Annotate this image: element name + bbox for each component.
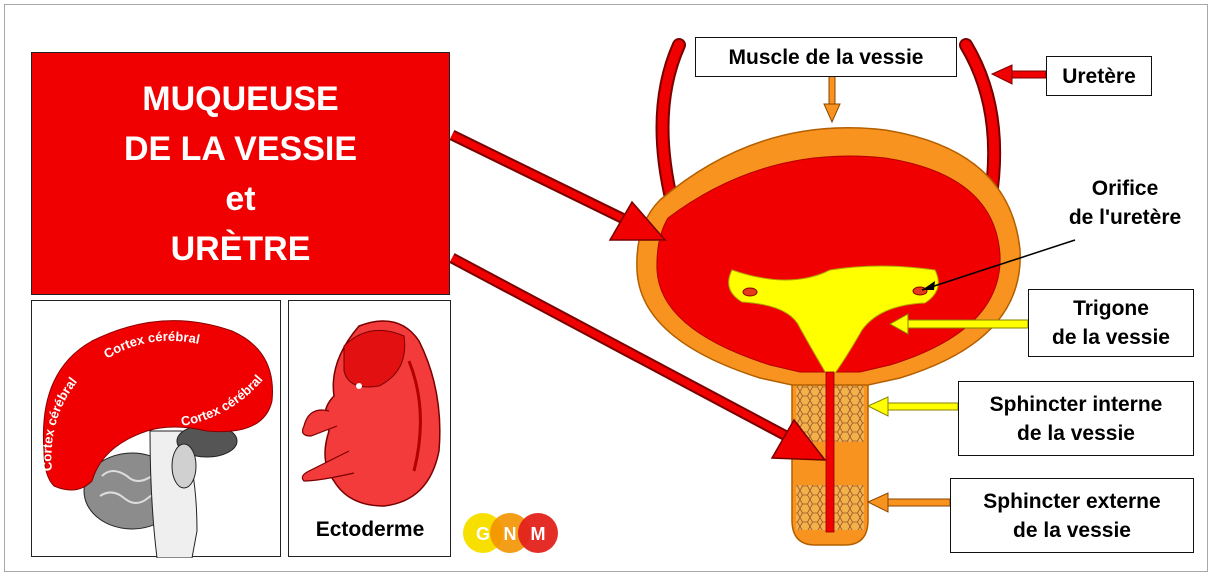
title-line-4: URÈTRE [171,224,311,274]
brain-panel: Cortex cérébral Cortex cérébral Cortex c… [31,300,281,557]
title-line-2: DE LA VESSIE [124,124,357,174]
logo-letter-g: G [476,524,490,544]
embryo-panel: Ectoderme [288,300,451,557]
label-trigone-line-1: Trigone [1073,294,1149,323]
label-trigone-line-2: de la vessie [1052,323,1170,352]
label-muscle-vessie: Muscle de la vessie [695,37,957,77]
embryo-shape [302,321,440,506]
label-sphincter-ext-line-2: de la vessie [1013,516,1131,545]
label-sphincter-ext-line-1: Sphincter externe [983,487,1160,516]
label-uretere-text: Uretère [1062,62,1136,91]
brain-illustration: Cortex cérébral Cortex cérébral Cortex c… [32,301,282,558]
label-sphincter-externe: Sphincter externe de la vessie [950,478,1194,553]
main-title-box: MUQUEUSE DE LA VESSIE et URÈTRE [31,52,450,295]
label-muscle-text: Muscle de la vessie [729,43,924,72]
label-sphincter-interne: Sphincter interne de la vessie [958,381,1194,456]
label-orifice-line-1: Orifice [1050,174,1200,203]
embryo-label: Ectoderme [316,518,425,541]
label-orifice-line-2: de l'uretère [1050,203,1200,232]
title-line-3: et [225,174,255,224]
logo-letter-n: N [504,524,517,544]
label-orifice-uretere: Orifice de l'uretère [1050,174,1200,232]
title-line-1: MUQUEUSE [142,74,338,124]
embryo-illustration: Ectoderme [289,301,452,558]
logo-letter-m: M [531,524,546,544]
label-sphincter-int-line-2: de la vessie [1017,419,1135,448]
label-sphincter-int-line-1: Sphincter interne [990,390,1163,419]
label-uretere: Uretère [1046,56,1152,96]
label-trigone: Trigone de la vessie [1028,289,1194,357]
gnm-logo: G N M [458,508,578,558]
